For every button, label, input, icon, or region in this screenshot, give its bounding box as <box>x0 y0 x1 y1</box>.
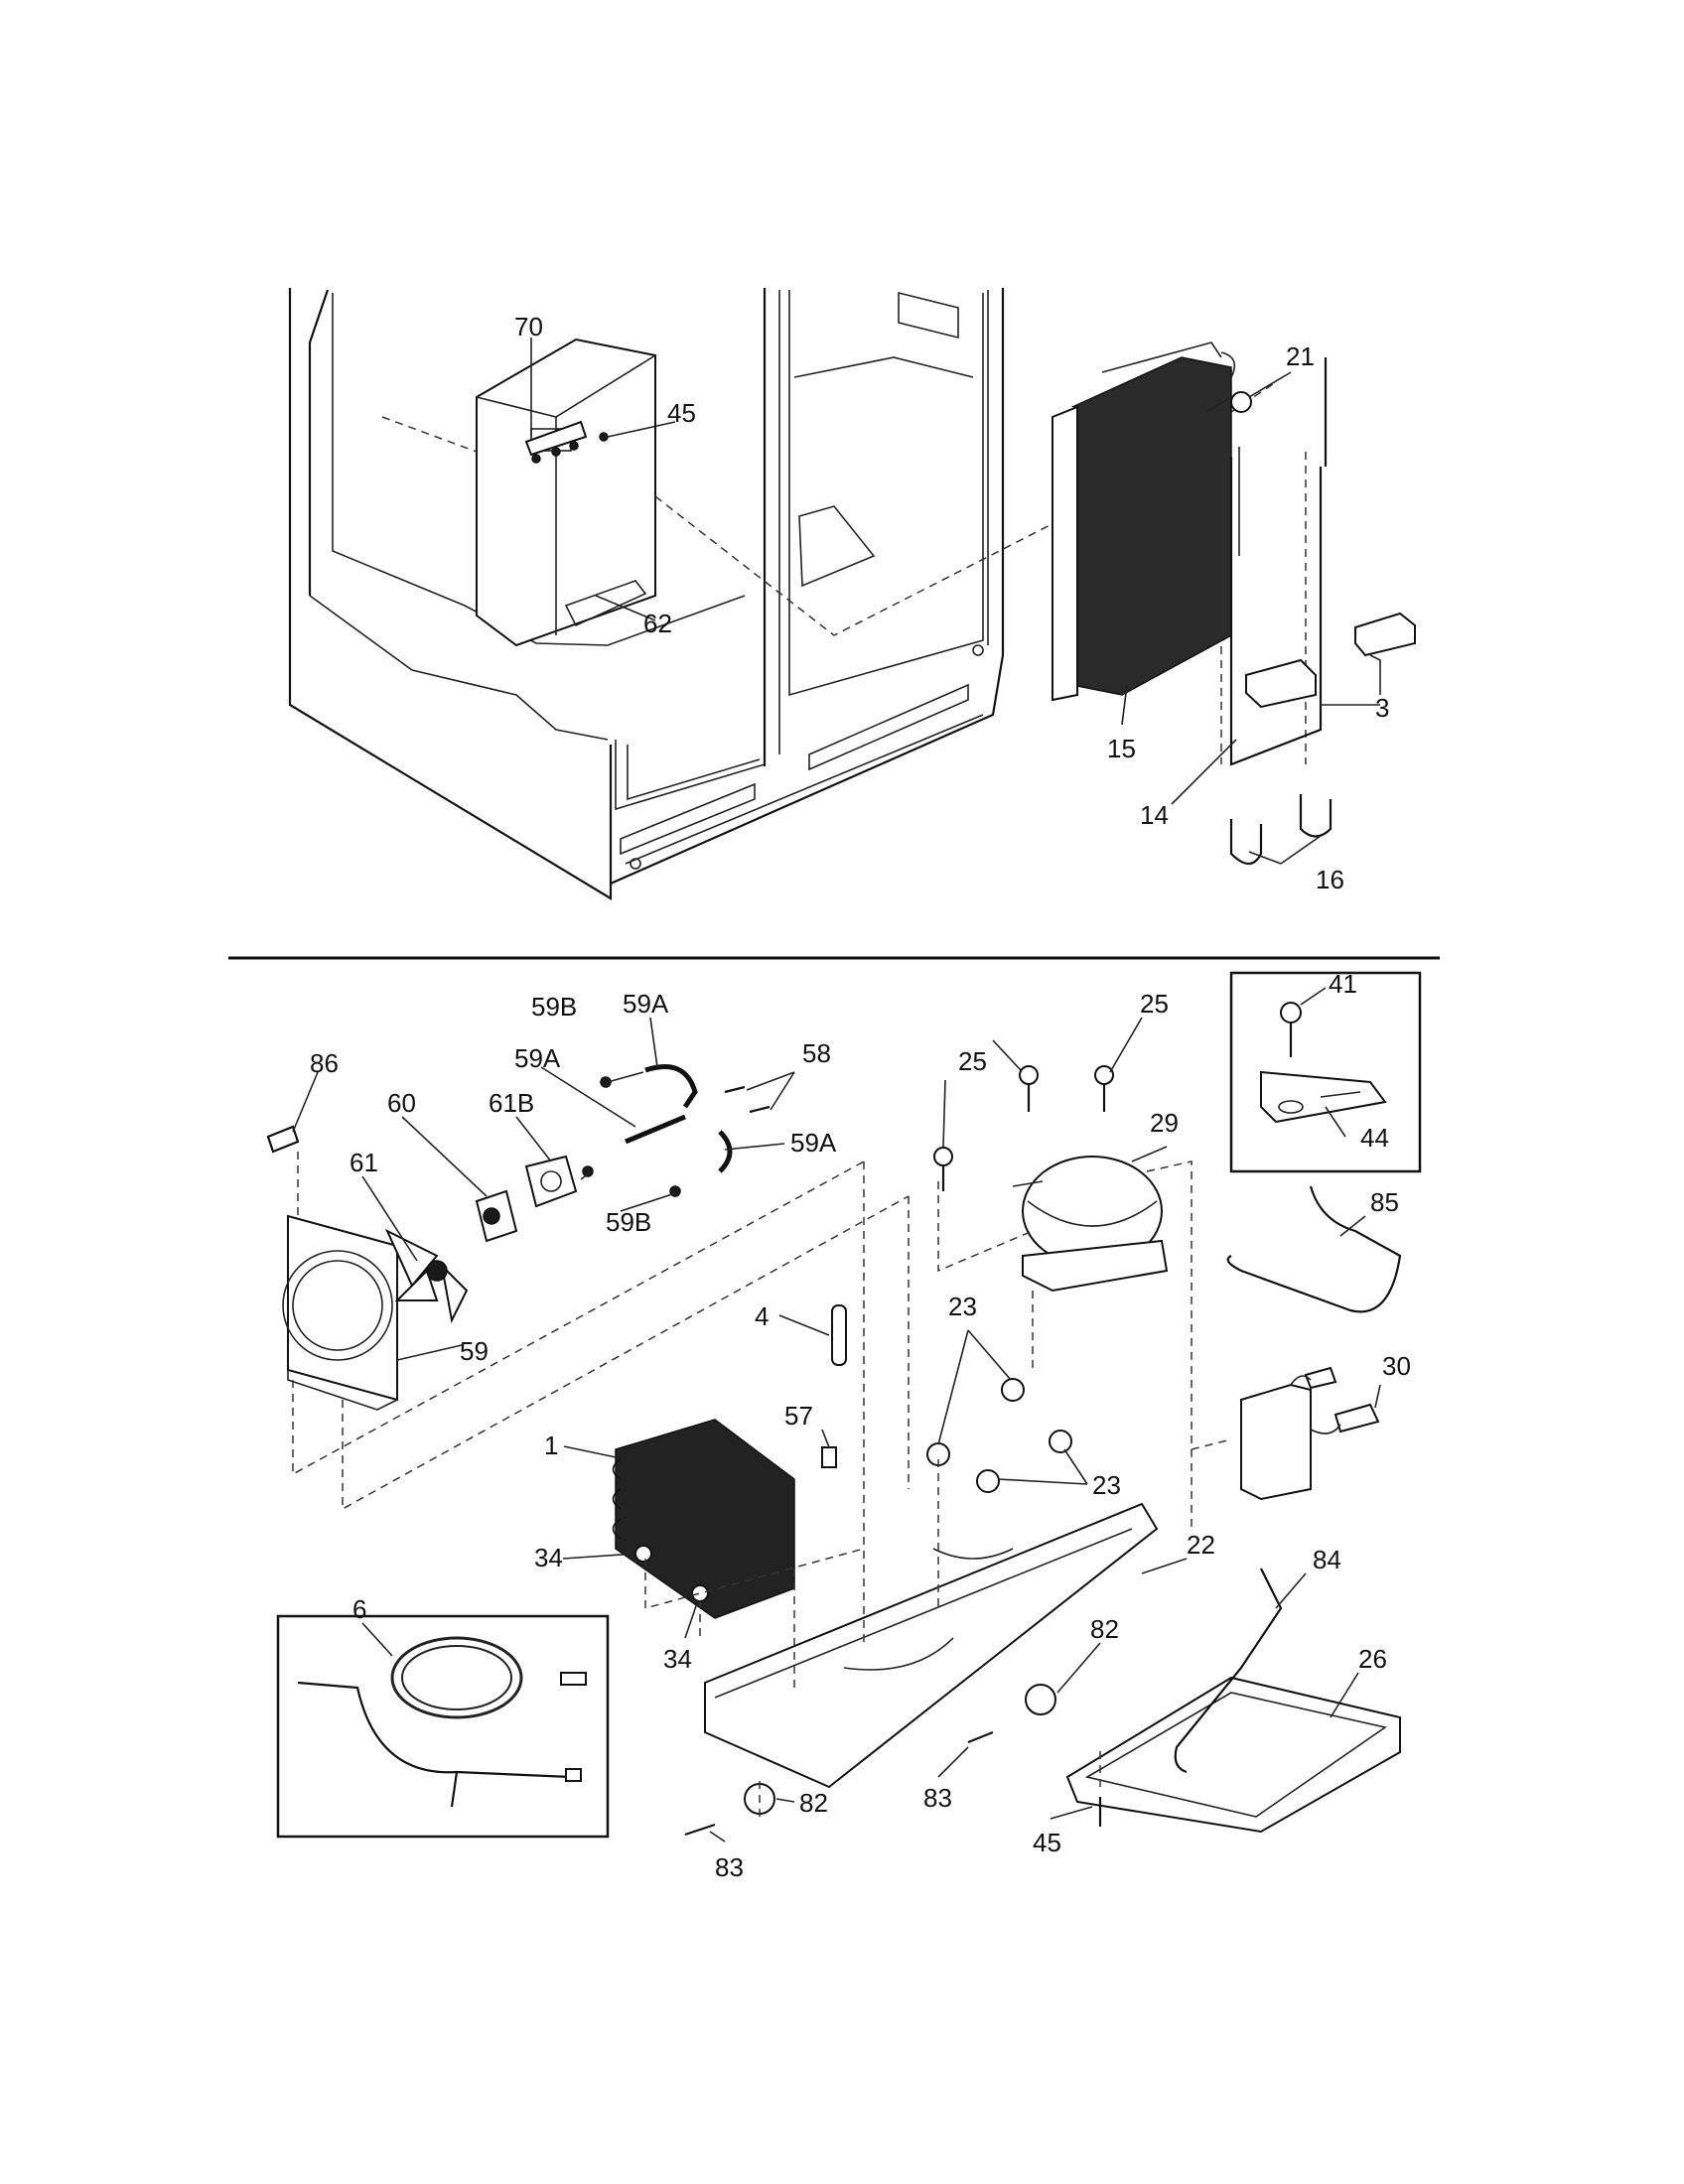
bottom-dashed-lines <box>292 1152 1232 1817</box>
callout-70: 70 <box>514 312 543 341</box>
callout-82-right: 82 <box>1090 1614 1119 1644</box>
fan-shroud-59 <box>282 1214 398 1411</box>
callout-45: 45 <box>667 398 696 428</box>
callout-61: 61 <box>350 1148 378 1177</box>
screws-58 <box>724 1085 771 1114</box>
callout-23-bottom: 23 <box>1092 1470 1121 1500</box>
callout-25-b: 25 <box>1140 989 1169 1019</box>
condenser-coil-15 <box>1052 341 1236 702</box>
brackets-59A <box>625 1064 733 1173</box>
callout-22: 22 <box>1187 1530 1215 1560</box>
screw-45-top <box>599 432 609 442</box>
callout-57: 57 <box>784 1401 813 1431</box>
grommets-59B <box>582 1076 681 1197</box>
callout-6: 6 <box>352 1594 366 1624</box>
callout-59B-top: 59B <box>531 992 577 1022</box>
callout-21: 21 <box>1286 341 1315 371</box>
bracket-86 <box>266 1125 300 1154</box>
tubing-14 <box>1229 357 1328 766</box>
callout-26: 26 <box>1358 1644 1387 1674</box>
callout-16: 16 <box>1316 865 1344 894</box>
callout-83-right: 83 <box>923 1783 952 1813</box>
callout-62: 62 <box>643 609 672 638</box>
callout-4: 4 <box>755 1301 769 1331</box>
callout-labels: 70 45 62 21 15 3 14 16 59B 59A 58 86 60 … <box>310 312 1411 1882</box>
detail-box-41-44 <box>1229 971 1422 1173</box>
callout-84: 84 <box>1313 1545 1341 1574</box>
callout-15: 15 <box>1107 734 1136 763</box>
bottom-leaders <box>292 987 1381 1843</box>
motor-60 <box>475 1189 518 1243</box>
callout-3: 3 <box>1375 693 1389 723</box>
callout-83-left: 83 <box>715 1852 744 1882</box>
callout-58: 58 <box>802 1038 831 1068</box>
callout-14: 14 <box>1140 800 1169 830</box>
callout-86: 86 <box>310 1048 339 1078</box>
screws-83 <box>684 1730 994 1837</box>
callout-59: 59 <box>460 1336 489 1366</box>
bracket-70 <box>524 420 588 464</box>
top-leaders <box>530 338 1381 865</box>
compressor-29 <box>1012 1156 1169 1293</box>
callout-59A-mid: 59A <box>514 1043 561 1073</box>
callout-23-top: 23 <box>948 1292 977 1321</box>
overload-30 <box>1240 1366 1380 1501</box>
cabinet-drawing <box>288 288 1005 900</box>
callout-45-bottom: 45 <box>1033 1828 1061 1857</box>
callout-1: 1 <box>544 1431 558 1460</box>
screws-25 <box>933 1065 1114 1191</box>
tube-85 <box>1226 1185 1402 1313</box>
callout-25-a: 25 <box>958 1046 987 1076</box>
callout-85: 85 <box>1370 1187 1399 1217</box>
tube-84 <box>1174 1568 1283 1774</box>
ice-bin-62 <box>476 338 656 647</box>
drier-4 <box>831 1304 847 1366</box>
blocks-3 <box>1245 612 1416 709</box>
callout-61B: 61B <box>489 1088 534 1118</box>
base-pan-22 <box>704 1502 1159 1789</box>
callout-59A-top: 59A <box>623 989 669 1019</box>
grommets-23 <box>926 1378 1072 1493</box>
callout-30: 30 <box>1382 1351 1411 1381</box>
callout-59B-bottom: 59B <box>606 1207 651 1237</box>
callout-82-left: 82 <box>799 1788 828 1818</box>
u-clips-16 <box>1229 794 1333 866</box>
drain-pan-26 <box>1065 1676 1401 1834</box>
connector-57 <box>821 1446 837 1468</box>
callout-34-left: 34 <box>534 1543 563 1572</box>
motor-bracket-61B <box>524 1155 578 1208</box>
callout-41: 41 <box>1329 969 1357 999</box>
clip-21 <box>1205 391 1252 413</box>
callout-34-bottom: 34 <box>663 1644 692 1674</box>
callout-44: 44 <box>1360 1123 1389 1153</box>
callout-29: 29 <box>1150 1108 1179 1138</box>
callout-60: 60 <box>387 1088 416 1118</box>
harness-detail-box-6 <box>276 1614 610 1839</box>
fan-blade-61 <box>384 1228 469 1324</box>
callout-59A-right: 59A <box>790 1128 837 1158</box>
